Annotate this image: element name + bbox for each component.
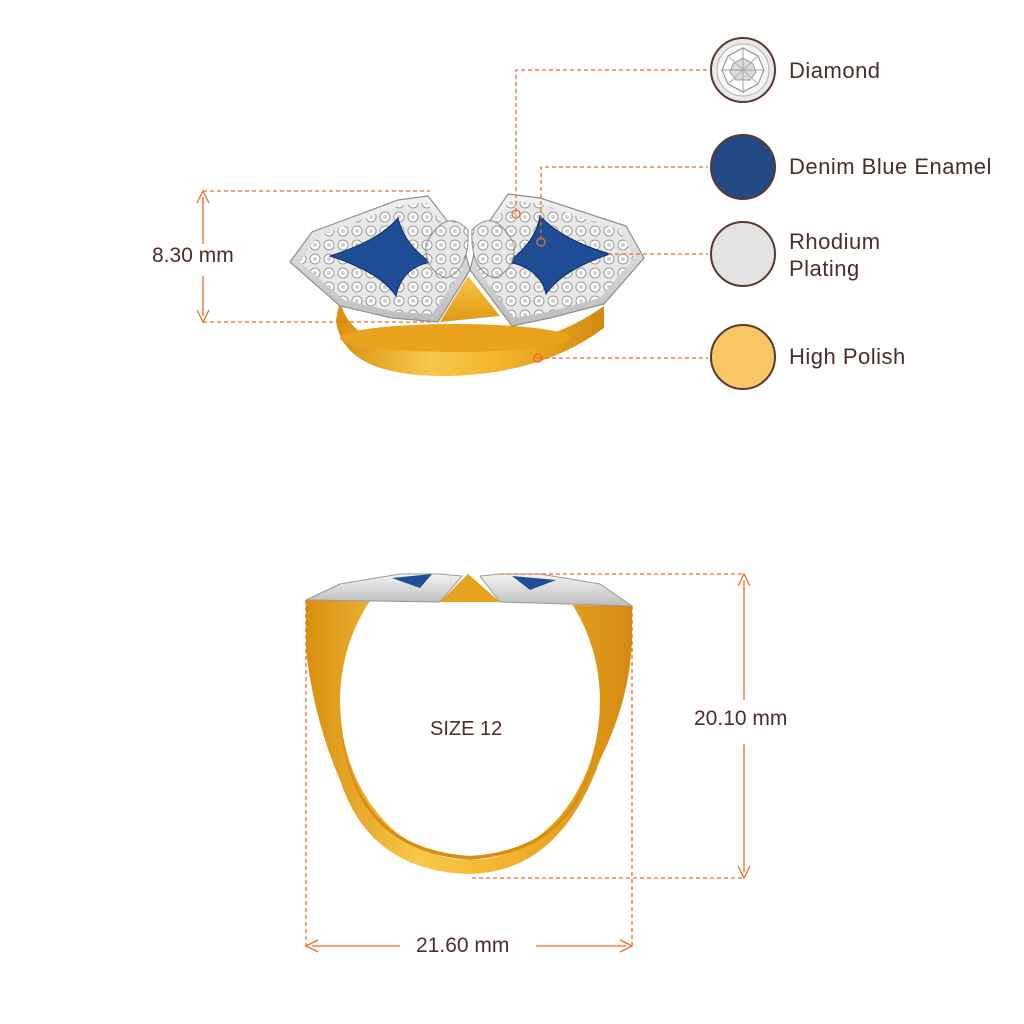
front-enamel-left: [392, 574, 432, 588]
legend-swatches: [710, 37, 776, 390]
ring-band-inner: [340, 324, 570, 352]
ring-size-label: SIZE 12: [430, 718, 503, 740]
ring-band-top: [336, 300, 604, 376]
top-dimension-lines: [196, 189, 430, 324]
enamel-swatch: [710, 134, 776, 200]
dimension-width-front: 21.60 mm: [416, 934, 510, 957]
center-marquise-left: [425, 220, 469, 279]
front-dimension-lines: [304, 572, 751, 953]
leader-markers: [511, 209, 546, 363]
legend-label-polish: High Polish: [789, 344, 906, 369]
dimension-height-top: 8.30 mm: [152, 244, 234, 267]
rhodium-swatch: [710, 221, 776, 287]
front-view-ring: [305, 544, 634, 874]
legend-label-rhodium: Rhodium Plating: [789, 229, 881, 281]
gold-notch: [440, 276, 500, 322]
dimension-height-front: 20.10 mm: [694, 707, 788, 730]
top-view-ring: [289, 193, 645, 376]
diamond-icon: [710, 37, 776, 103]
center-marquise-right: [471, 220, 515, 279]
legend-label-diamond: Diamond: [789, 58, 881, 83]
front-ring-hole: [340, 544, 600, 860]
front-head-left: [305, 573, 464, 603]
gold-swatch: [710, 324, 776, 390]
front-center-notch: [440, 574, 500, 602]
front-enamel-right: [512, 576, 556, 590]
legend-leader-lines: [515, 69, 708, 359]
front-head-right: [479, 573, 634, 607]
legend-label-enamel: Denim Blue Enamel: [789, 154, 992, 179]
